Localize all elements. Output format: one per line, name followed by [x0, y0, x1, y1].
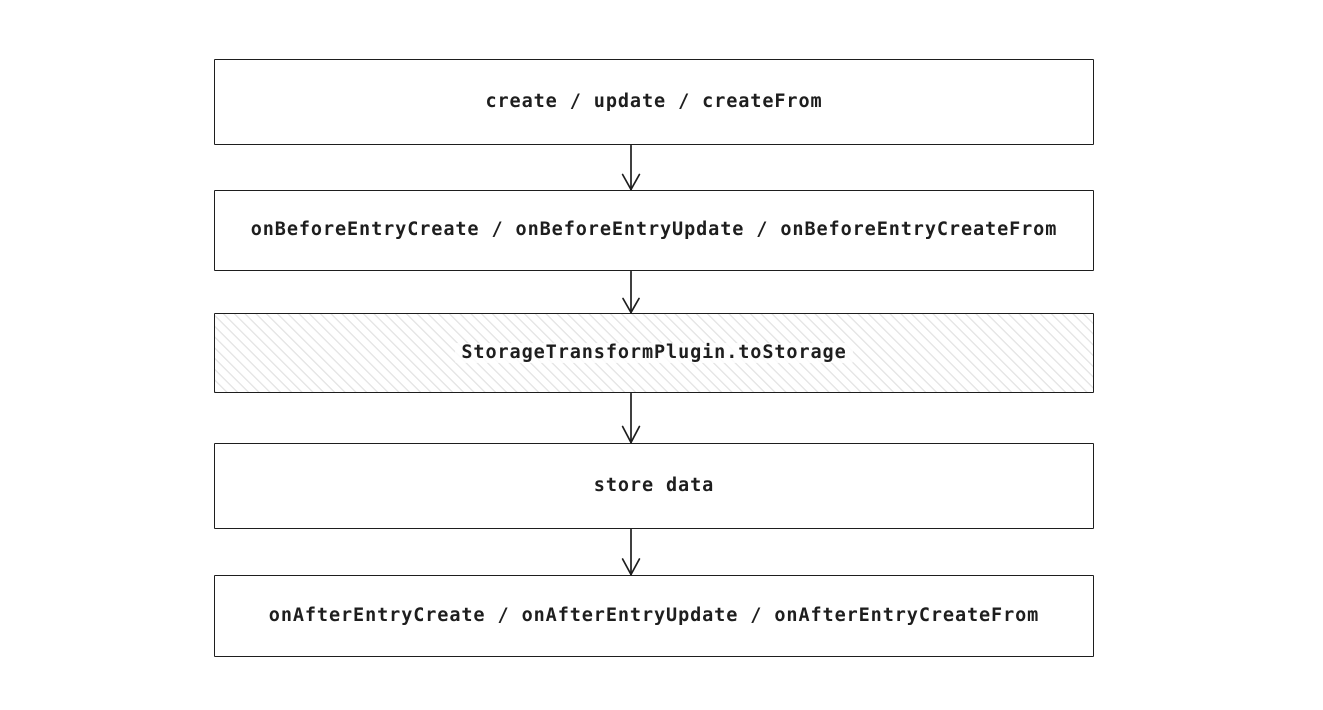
flow-node-label: StorageTransformPlugin.toStorage: [455, 342, 853, 364]
connector-arrow-4: [621, 528, 641, 576]
flow-node-storage-transform-plugin[interactable]: StorageTransformPlugin.toStorage: [214, 313, 1094, 393]
connector-arrow-2: [622, 270, 640, 314]
flow-node-label: store data: [593, 474, 715, 496]
connector-arrow-3: [621, 392, 641, 444]
flow-node-create-update-createfrom[interactable]: create / update / createFrom: [214, 59, 1094, 145]
flow-node-label: create / update / createFrom: [485, 90, 823, 112]
flow-node-label: onBeforeEntryCreate / onBeforeEntryUpdat…: [250, 219, 1058, 241]
flow-node-store-data[interactable]: store data: [214, 443, 1094, 529]
connector-arrow-1: [621, 144, 641, 191]
flow-node-on-after-entry-hooks[interactable]: onAfterEntryCreate / onAfterEntryUpdate …: [214, 575, 1094, 657]
flow-node-on-before-entry-hooks[interactable]: onBeforeEntryCreate / onBeforeEntryUpdat…: [214, 190, 1094, 271]
flow-node-label: onAfterEntryCreate / onAfterEntryUpdate …: [268, 604, 1040, 626]
